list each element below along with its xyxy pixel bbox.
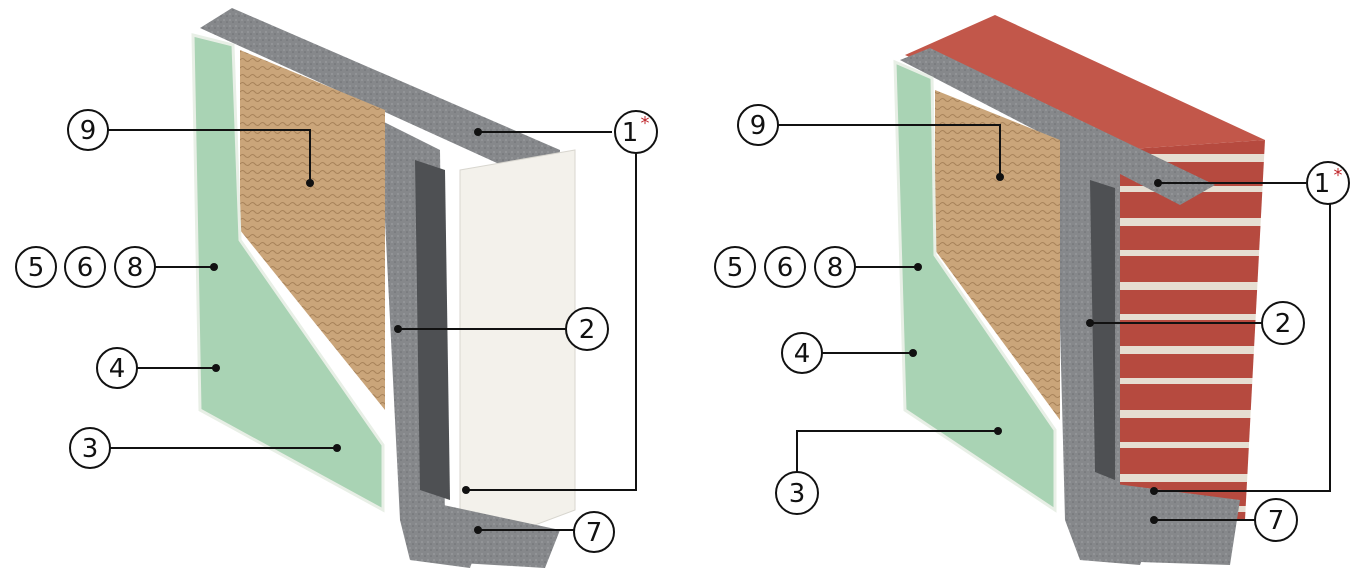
right-bottom-track xyxy=(1080,480,1240,565)
left-callout-6: 6 xyxy=(77,253,94,283)
left-callouts: 9 1 * 5 6 8 2 4 3 xyxy=(15,109,658,553)
left-callout-4: 4 xyxy=(109,354,126,384)
right-callout-3: 3 xyxy=(789,479,806,509)
right-wall xyxy=(893,15,1265,565)
left-callout-1: 1 xyxy=(622,118,639,148)
left-callout-8: 8 xyxy=(127,253,144,283)
left-callout-5: 5 xyxy=(28,253,45,283)
right-callout-6: 6 xyxy=(777,253,794,283)
right-gypsum-board xyxy=(893,59,1057,513)
left-bottom-track xyxy=(410,500,560,568)
right-callout-2: 2 xyxy=(1275,309,1292,339)
left-callout-9: 9 xyxy=(80,116,97,146)
right-callout-5: 5 xyxy=(727,253,744,283)
right-callout-8: 8 xyxy=(827,253,844,283)
left-wall xyxy=(191,8,576,568)
right-callout-7: 7 xyxy=(1268,506,1285,536)
left-callout-2: 2 xyxy=(579,315,596,345)
right-top-track xyxy=(900,48,1215,205)
right-callout-1-asterisk: * xyxy=(1334,165,1343,186)
left-white-board xyxy=(459,149,576,541)
left-top-track xyxy=(200,8,560,178)
right-brick-face xyxy=(1115,140,1265,520)
right-callout-1: 1 xyxy=(1314,169,1331,199)
left-callout-1-asterisk: * xyxy=(641,113,650,134)
right-stud-channel xyxy=(1090,180,1115,480)
left-gypsum-board xyxy=(191,33,385,513)
right-brick-top xyxy=(905,15,1265,150)
right-callout-4: 4 xyxy=(794,339,811,369)
right-callout-9: 9 xyxy=(750,111,767,141)
left-insulation xyxy=(240,50,385,410)
left-callout-7: 7 xyxy=(586,518,603,548)
right-callouts: 9 1 * 5 6 8 2 4 3 xyxy=(714,104,1350,542)
left-callout-3: 3 xyxy=(82,434,99,464)
right-insulation xyxy=(935,90,1060,420)
